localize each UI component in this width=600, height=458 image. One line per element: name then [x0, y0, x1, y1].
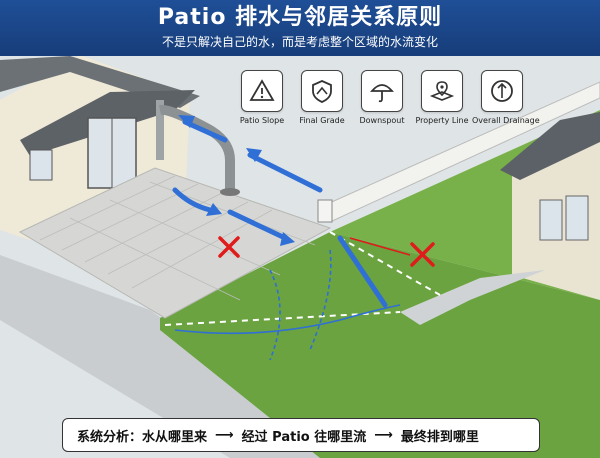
icon-item-patio-slope: Patio Slope — [232, 70, 292, 125]
right-arrow-icon: ⟶ — [374, 427, 393, 443]
flow-arrow-1 — [182, 119, 228, 143]
icon-item-downspout: Downspout — [352, 70, 412, 125]
icon-label: Final Grade — [299, 116, 345, 125]
summary-part-1: 系统分析：水从哪里来 — [77, 429, 208, 445]
umbrella-icon — [361, 70, 403, 112]
right-arrow-icon: ⟶ — [215, 427, 234, 443]
patio — [18, 167, 332, 319]
summary-bar: 系统分析：水从哪里来 ⟶ 经过 Patio 往哪里流 ⟶ 最终排到哪里 — [62, 418, 540, 452]
property-pin-icon — [421, 70, 463, 112]
flow-arrow-2 — [247, 152, 323, 193]
header-banner: Patio 排水与邻居关系原则 不是只解决自己的水，而是考虑整个区域的水流变化 — [0, 0, 600, 56]
icon-item-property-line: Property Line — [412, 70, 472, 125]
icon-label: Downspout — [359, 116, 405, 125]
page-title: Patio 排水与邻居关系原则 — [157, 5, 443, 30]
icon-label: Property Line — [415, 116, 469, 125]
slope-warning-icon — [241, 70, 283, 112]
icon-label: Patio Slope — [239, 116, 285, 125]
page-subtitle: 不是只解决自己的水，而是考虑整个区域的水流变化 — [161, 35, 438, 49]
downspout — [159, 104, 235, 190]
icon-item-overall-drainage: Overall Drainage — [472, 70, 540, 125]
principle-icons: Patio Slope Final Grade Downspout Proper… — [232, 70, 540, 136]
icon-label: Overall Drainage — [472, 116, 540, 125]
summary-part-3: 最终排到哪里 — [400, 429, 479, 445]
x-mark-patio — [218, 236, 240, 258]
summary-part-2: 经过 Patio 往哪里流 — [241, 429, 367, 445]
drainage-shield-icon — [481, 70, 523, 112]
x-mark-neighbor — [410, 242, 435, 267]
icon-item-final-grade: Final Grade — [292, 70, 352, 125]
drainage-scene — [0, 56, 600, 458]
grade-shield-icon — [301, 70, 343, 112]
